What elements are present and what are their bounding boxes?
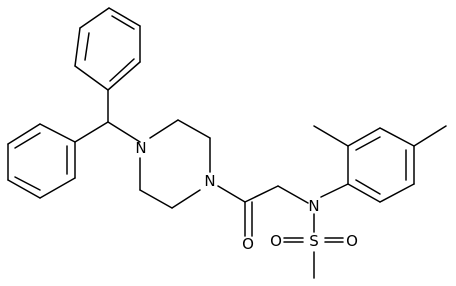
sulfonamide-group [283,213,344,279]
benzhydryl-methine [74,89,141,143]
lower-phenyl-ring [7,123,76,199]
upper-phenyl-ring [74,7,141,91]
nitrogen-label: N [308,197,319,215]
atom-label-piperazine-n-bottom: N [204,172,215,190]
atom-label-piperazine-n-top: N [135,139,146,157]
dimethylphenyl-ring [313,125,447,203]
oxygen-label: O [242,235,254,253]
atom-label-amide-o: O [242,235,254,253]
atom-label-sulfonyl-s: S [309,232,319,250]
oxygen-label: O [270,232,282,250]
piperazine-ring [139,119,211,209]
atom-label-sulfonamide-n: N [308,197,319,215]
oxygen-label: O [346,232,358,250]
atom-label-sulfonyl-o-right: O [346,232,358,250]
nitrogen-label: N [135,139,146,157]
amide-linker [217,185,309,237]
sulfur-label: S [309,232,319,250]
nitrogen-label: N [204,172,215,190]
atom-label-sulfonyl-o-left: O [270,232,282,250]
